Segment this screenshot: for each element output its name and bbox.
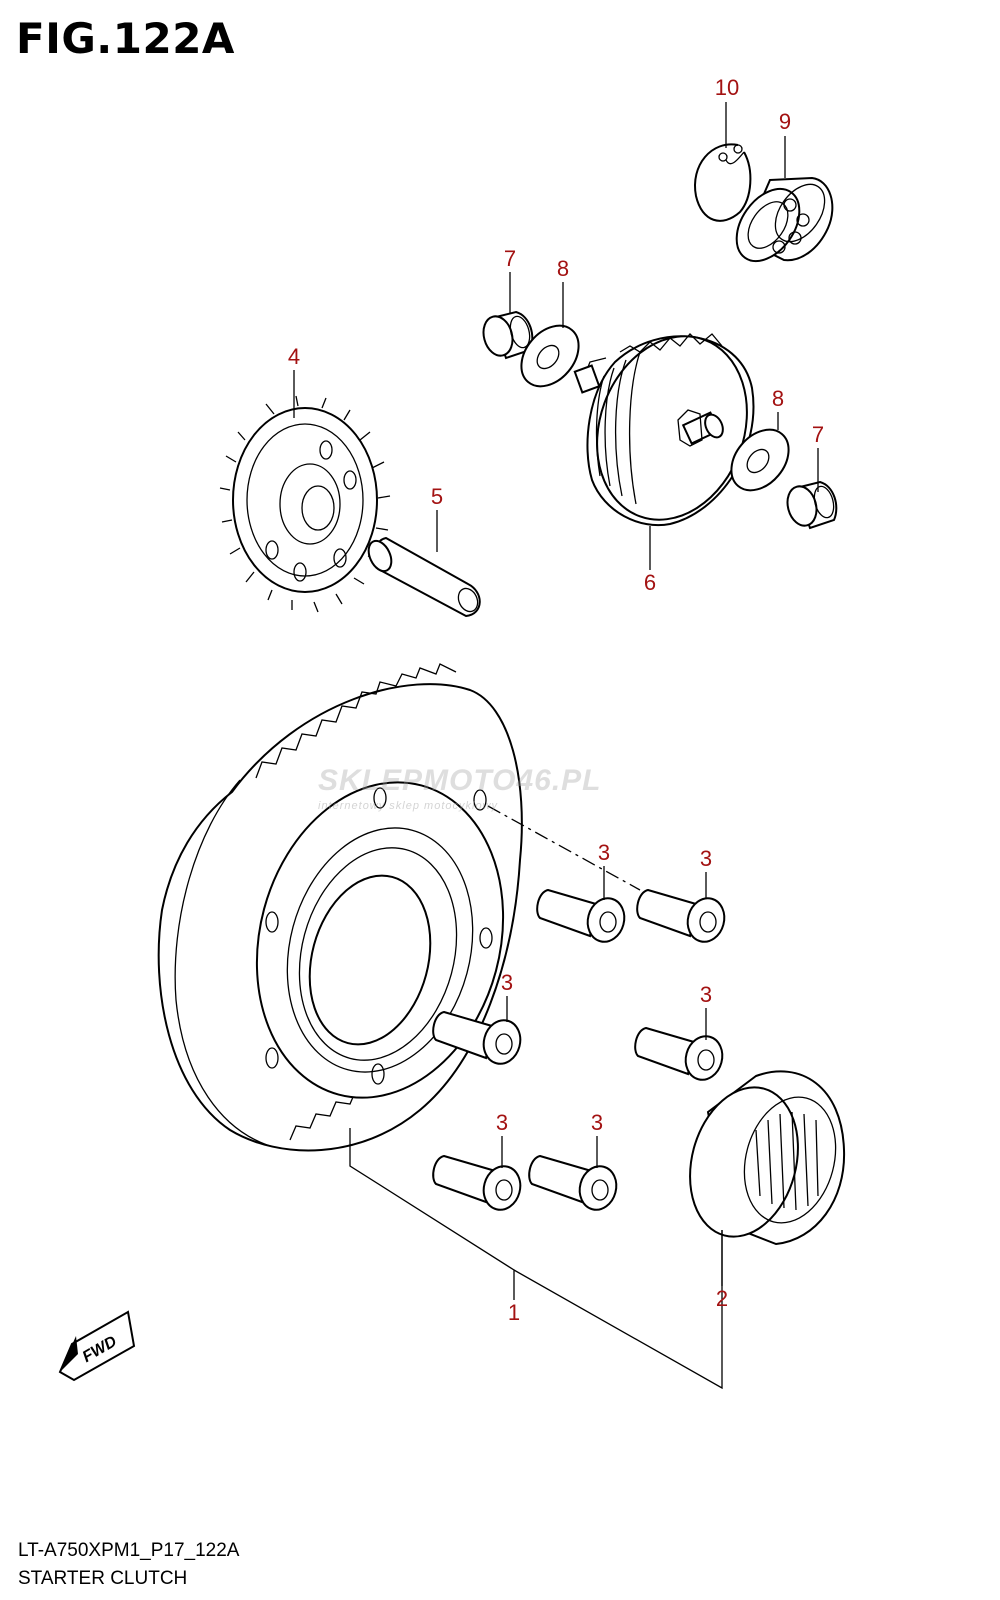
bolt-part-a[interactable] bbox=[536, 888, 629, 946]
bolt-part-c[interactable] bbox=[432, 1010, 525, 1068]
leader-lines bbox=[293, 102, 819, 1390]
bolt-part-e[interactable] bbox=[432, 1154, 525, 1214]
callout-6: 6 bbox=[644, 570, 656, 595]
one-way-clutch-part[interactable] bbox=[674, 1070, 849, 1248]
torque-limiter-part[interactable] bbox=[572, 315, 772, 541]
watermark-brand: SKLEPMOTO46.PL bbox=[318, 764, 602, 797]
model-code: LT-A750XPM1_P17_122A bbox=[18, 1540, 240, 1561]
callout-8-lower: 8 bbox=[772, 386, 784, 411]
callout-3-d: 3 bbox=[700, 982, 712, 1007]
callout-7-lower: 7 bbox=[812, 422, 824, 447]
ball-bearing-part[interactable] bbox=[724, 175, 835, 272]
bolt-part-f[interactable] bbox=[528, 1154, 621, 1214]
callout-3-c: 3 bbox=[501, 970, 513, 995]
washer-lower-part[interactable] bbox=[720, 419, 800, 502]
circlip-part[interactable] bbox=[694, 143, 752, 222]
figure-title: FIG.122A bbox=[16, 14, 235, 63]
callout-3-b: 3 bbox=[700, 846, 712, 871]
callout-8-upper: 8 bbox=[557, 256, 569, 281]
callout-2: 2 bbox=[716, 1286, 728, 1311]
shaft-part[interactable] bbox=[364, 536, 481, 618]
callout-3-e: 3 bbox=[496, 1110, 508, 1135]
callout-7-upper: 7 bbox=[504, 246, 516, 271]
callout-labels: 10 9 7 8 4 5 8 7 6 3 3 3 3 3 3 1 2 bbox=[288, 75, 824, 1325]
idler-gear-part[interactable] bbox=[219, 395, 391, 613]
callout-10: 10 bbox=[715, 75, 739, 100]
callout-9: 9 bbox=[779, 109, 791, 134]
callout-1: 1 bbox=[508, 1300, 520, 1325]
callout-3-a: 3 bbox=[598, 840, 610, 865]
bushing-lower-part[interactable] bbox=[783, 480, 838, 530]
bolt-part-d[interactable] bbox=[634, 1026, 727, 1084]
callout-5: 5 bbox=[431, 484, 443, 509]
watermark-tagline: internetowy sklep motocyklowy bbox=[318, 800, 499, 812]
section-name: STARTER CLUTCH bbox=[18, 1568, 188, 1589]
callout-3-f: 3 bbox=[591, 1110, 603, 1135]
callout-4: 4 bbox=[288, 344, 300, 369]
bolt-part-b[interactable] bbox=[636, 888, 729, 946]
washer-upper-part[interactable] bbox=[510, 315, 590, 398]
fwd-arrow-icon: FWD bbox=[58, 1310, 136, 1382]
starter-clutch-part[interactable] bbox=[157, 663, 538, 1152]
